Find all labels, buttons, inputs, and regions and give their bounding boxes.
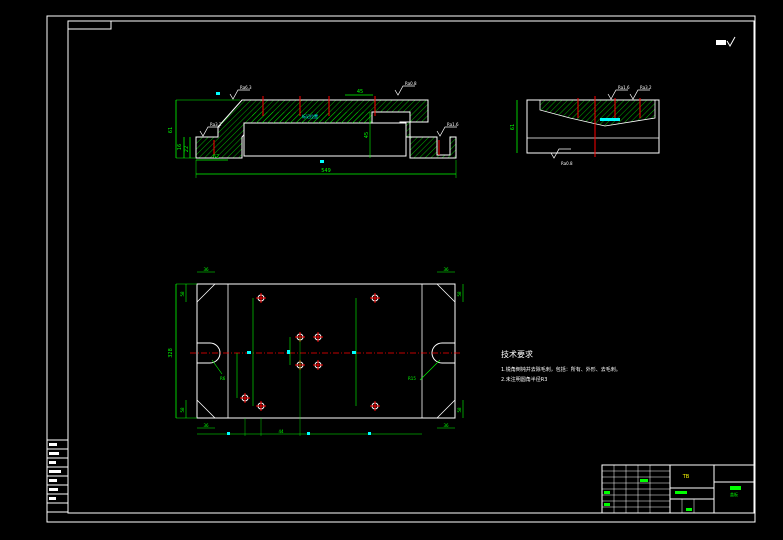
side-view: 61 Ra0.8 Ra1.6 Ra3.2 [510, 85, 660, 166]
roughness-symbol: Ra0.8 [394, 81, 417, 96]
plan-dim-top-right: 36 [443, 267, 449, 272]
hole [313, 360, 323, 370]
plan-dim-radius-right: R15 [408, 376, 416, 381]
roughness-corner-symbol [716, 36, 736, 47]
title-block: TB 盖板 [601, 464, 756, 514]
front-dim-height-small: 16 [177, 144, 183, 150]
front-dim-slot-top: 45 [357, 89, 363, 95]
roughness-symbol: Ra3.2 [199, 122, 222, 137]
hole [256, 293, 266, 303]
title-block-part-no: TB [682, 474, 690, 480]
frame-corner-box [67, 20, 112, 30]
left-index-strip [46, 439, 69, 513]
front-view: 61 16 22 45 549 62 45 Ra6.3 Ra3.2 Ra1.6 [168, 81, 459, 178]
front-dim-height-mid: 22 [184, 146, 190, 152]
front-dim-left-step: 62 [213, 154, 219, 160]
title-block-drawing-code: 盖板 [730, 491, 738, 497]
plan-dim-bottom-right: 36 [443, 423, 449, 428]
side-dim-height: 61 [510, 124, 516, 130]
roughness-symbol: Ra6.3 [229, 85, 252, 100]
front-dim-height-total: 61 [168, 127, 174, 133]
plan-dim-bottom-left: 36 [203, 423, 209, 428]
plan-dim-radius-left: R6 [220, 376, 226, 381]
svg-text:Ra0.8: Ra0.8 [561, 161, 573, 166]
tech-req-line-1: 1.锐角倒钝并去除毛刺，包括：所有、外形、去毛刺。 [501, 366, 621, 373]
plan-dim-corner-right-bottom: 58 [457, 407, 462, 413]
hole [240, 393, 250, 403]
front-section-label: 标记位置 [302, 113, 318, 119]
svg-text:Ra0.8: Ra0.8 [405, 81, 417, 86]
roughness-symbol: Ra1.6 [607, 85, 630, 100]
svg-text:Ra3.2: Ra3.2 [210, 122, 222, 127]
front-dim-height-right: 45 [364, 132, 370, 138]
plan-dim-corner-bottom: 58 [180, 407, 185, 413]
front-dim-width-total: 549 [321, 168, 331, 174]
plan-dim-top-left: 36 [203, 267, 209, 272]
plan-dim-spacing: 44 [278, 429, 284, 434]
svg-text:Ra3.2: Ra3.2 [640, 85, 652, 90]
svg-text:Ra1.6: Ra1.6 [447, 122, 459, 127]
roughness-symbol: Ra3.2 [629, 85, 652, 100]
svg-text:Ra6.3: Ra6.3 [240, 85, 252, 90]
roughness-symbol: Ra0.8 [550, 148, 573, 166]
outer-frame [46, 15, 756, 523]
hole [370, 401, 380, 411]
plan-dim-corner-top: 58 [180, 291, 185, 297]
plan-dim-height-total: 328 [168, 348, 174, 358]
hole [256, 401, 266, 411]
inner-frame [67, 20, 755, 514]
tech-req-line-2: 2.未注明圆角半径R3 [501, 376, 547, 383]
technical-requirements: 技术要求 1.锐角倒钝并去除毛刺，包括：所有、外形、去毛刺。 2.未注明圆角半径… [501, 349, 621, 383]
hole [370, 293, 380, 303]
hole [313, 332, 323, 342]
tech-req-title: 技术要求 [501, 349, 533, 359]
svg-text:Ra1.6: Ra1.6 [618, 85, 630, 90]
plan-dim-corner-right-top: 58 [457, 291, 462, 297]
plan-view-outline [196, 283, 456, 419]
roughness-symbol: Ra1.6 [436, 122, 459, 137]
plan-view: 328 58 58 58 58 36 36 36 36 44 R6 R15 [168, 267, 464, 436]
